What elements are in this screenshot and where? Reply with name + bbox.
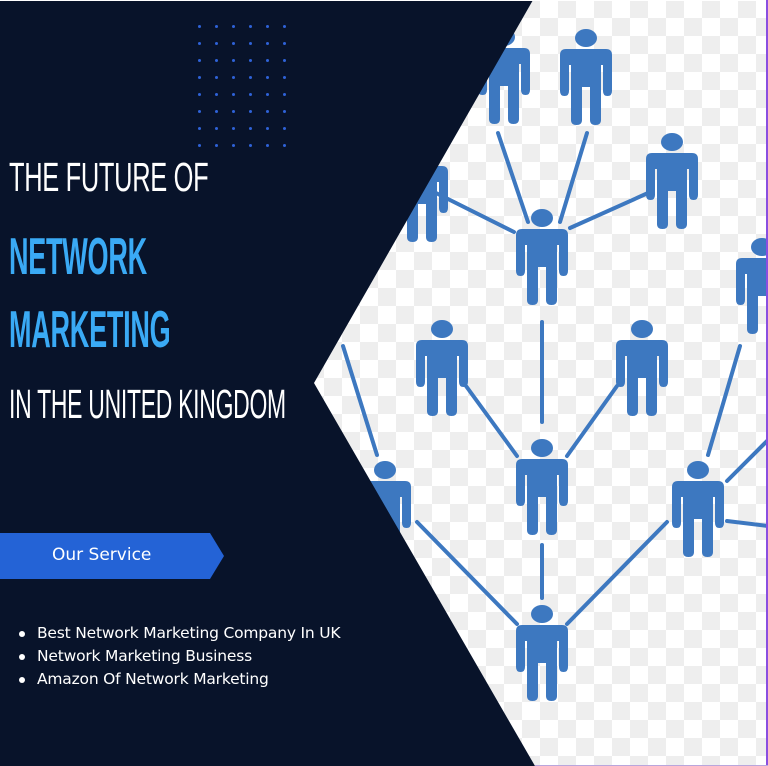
- services-list: Best Network Marketing Company In UK Net…: [0, 622, 341, 691]
- banner-arrow-shape: [0, 533, 224, 579]
- our-service-label: Our Service: [52, 545, 152, 565]
- our-service-banner[interactable]: Our Service: [0, 533, 224, 579]
- right-border: [766, 0, 768, 766]
- headline-accent-network: NETWORK: [9, 228, 147, 286]
- service-item-text: Best Network Marketing Company In UK: [37, 624, 341, 642]
- bullet-icon: [19, 677, 25, 683]
- bullet-icon: [19, 654, 25, 660]
- headline-accent-marketing: MARKETING: [9, 301, 171, 359]
- list-item: Network Marketing Business: [0, 645, 340, 668]
- list-item: Best Network Marketing Company In UK: [0, 622, 341, 645]
- decorative-dot-grid: [198, 25, 288, 147]
- top-edge-line: [0, 0, 768, 1]
- bullet-icon: [19, 631, 25, 637]
- service-item-text: Network Marketing Business: [37, 647, 252, 665]
- connection-lines: [341, 131, 768, 626]
- list-item: Amazon Of Network Marketing: [0, 668, 340, 691]
- headline-line-4: IN THE UNITED KINGDOM: [9, 381, 286, 427]
- service-item-text: Amazon Of Network Marketing: [37, 670, 269, 688]
- headline-line-1: THE FUTURE OF: [9, 154, 209, 200]
